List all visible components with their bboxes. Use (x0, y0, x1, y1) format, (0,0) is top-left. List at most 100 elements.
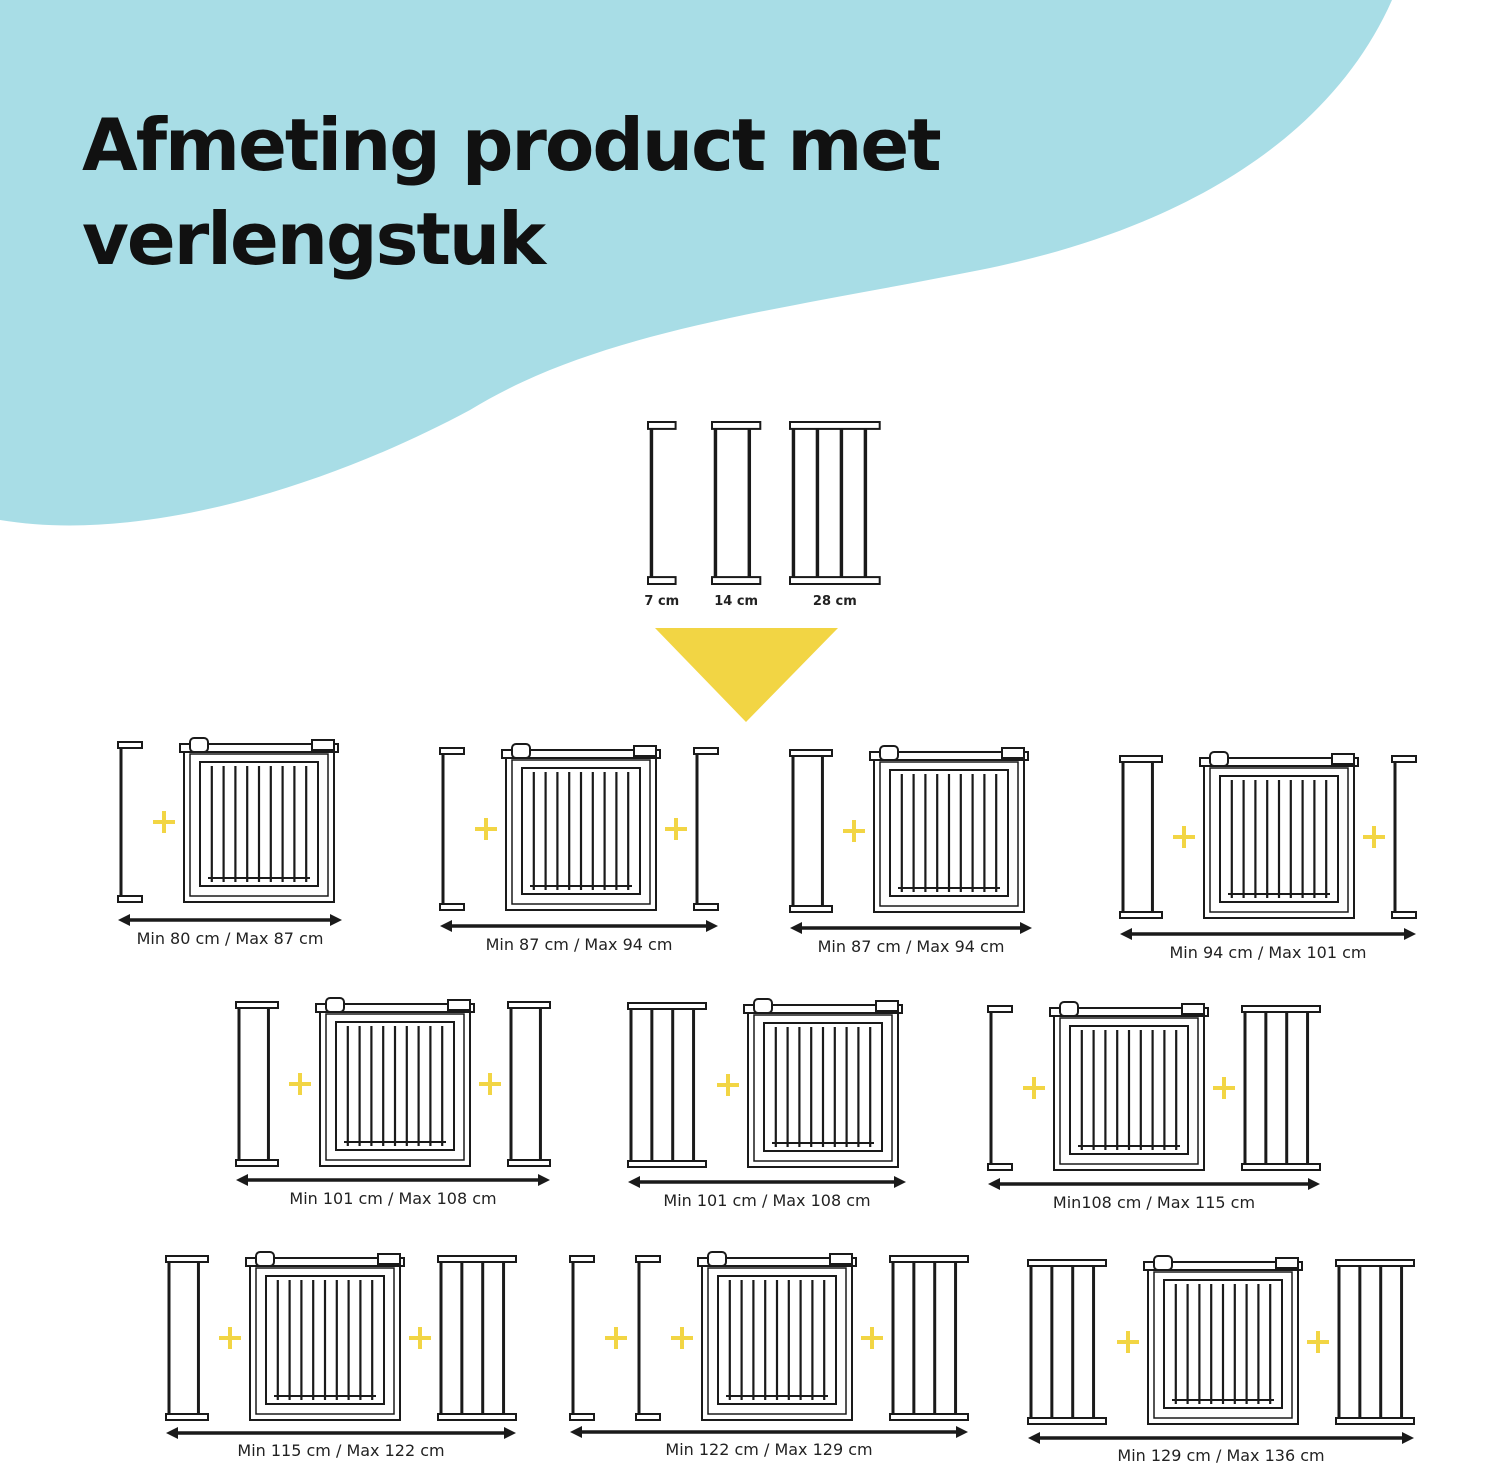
latch-icon (511, 743, 531, 759)
extension-piece (507, 1001, 551, 1167)
gate-frame (501, 743, 661, 911)
latch-icon (325, 997, 345, 1013)
plus-icon (605, 1327, 627, 1349)
gate-frame (697, 1251, 857, 1421)
gate-frame (1143, 1255, 1303, 1425)
extension-label: 7 cm (644, 594, 679, 609)
width-arrow (1120, 928, 1416, 940)
gate-configuration: Min 115 cm / Max 122 cm (165, 1251, 517, 1460)
extension-piece (1241, 1005, 1321, 1171)
extension-piece (711, 421, 762, 585)
gate-frame (869, 745, 1029, 913)
configuration-size-label: Min108 cm / Max 115 cm (1053, 1193, 1255, 1212)
gate-configuration: Min 129 cm / Max 136 cm (1027, 1255, 1415, 1464)
width-arrow (570, 1426, 968, 1438)
latch-icon (879, 745, 899, 761)
gate-frame (743, 998, 903, 1168)
plus-icon (1307, 1331, 1329, 1353)
gate-configuration: Min 87 cm / Max 94 cm (789, 745, 1032, 956)
gate-configuration: Min 101 cm / Max 108 cm (627, 998, 906, 1210)
extension-piece (235, 1001, 279, 1167)
extension-piece (1119, 755, 1163, 919)
configuration-size-label: Min 122 cm / Max 129 cm (665, 1440, 872, 1459)
extension-piece (165, 1255, 209, 1421)
configuration-size-label: Min 94 cm / Max 101 cm (1169, 943, 1366, 962)
page-title-line-1: Afmeting product met (82, 103, 942, 187)
latch-icon (753, 998, 773, 1014)
extension-piece (693, 747, 719, 911)
page-title-line-2: verlengstuk (82, 197, 546, 281)
plus-icon (219, 1327, 241, 1349)
blue-wave-shape (0, 0, 1392, 526)
extension-piece (635, 1255, 661, 1421)
extension-piece (1027, 1259, 1107, 1425)
extension-piece (889, 1255, 969, 1421)
gate-configuration: Min 80 cm / Max 87 cm (117, 737, 342, 948)
latch-icon (1209, 751, 1229, 767)
gate-frame (315, 997, 475, 1167)
page-title: Afmeting product met verlengstuk (82, 98, 1082, 286)
extension-piece (1391, 755, 1417, 919)
plus-icon (861, 1327, 883, 1349)
plus-icon (1023, 1077, 1045, 1099)
plus-icon (671, 1327, 693, 1349)
extension-label: 28 cm (813, 594, 857, 609)
configuration-size-label: Min 87 cm / Max 94 cm (486, 935, 673, 954)
plus-icon (1363, 826, 1385, 848)
latch-icon (1059, 1001, 1079, 1017)
latch-icon (1153, 1255, 1173, 1271)
gate-configuration: Min 87 cm / Max 94 cm (439, 743, 719, 954)
width-arrow (118, 914, 342, 926)
latch-icon (255, 1251, 275, 1267)
plus-icon (409, 1327, 431, 1349)
configuration-size-label: Min 80 cm / Max 87 cm (137, 929, 324, 948)
plus-icon (1213, 1077, 1235, 1099)
width-arrow (628, 1176, 906, 1188)
width-arrow (440, 920, 718, 932)
plus-icon (1173, 826, 1195, 848)
plus-icon (289, 1073, 311, 1095)
gate-frame (179, 737, 339, 903)
gate-configuration: Min 94 cm / Max 101 cm (1119, 751, 1417, 962)
latch-icon (189, 737, 209, 753)
extension-piece (439, 747, 465, 911)
extension-piece (627, 1002, 707, 1168)
extension-piece (987, 1005, 1013, 1171)
gate-frame (245, 1251, 405, 1421)
gate-configuration: Min 101 cm / Max 108 cm (235, 997, 551, 1208)
plus-icon (153, 811, 175, 833)
plus-icon (475, 818, 497, 840)
configuration-size-label: Min 129 cm / Max 136 cm (1117, 1446, 1324, 1464)
extension-piece (117, 741, 143, 903)
width-arrow (790, 922, 1032, 934)
plus-icon (843, 820, 865, 842)
plus-icon (717, 1074, 739, 1096)
plus-icon (665, 818, 687, 840)
extension-options: 7 cm 14 cm 28 cm (644, 421, 881, 609)
gate-configuration: Min108 cm / Max 115 cm (987, 1001, 1321, 1212)
extension-piece (647, 421, 677, 585)
extension-piece (569, 1255, 595, 1421)
extension-label: 14 cm (714, 594, 758, 609)
gate-frame (1049, 1001, 1209, 1171)
width-arrow (236, 1174, 550, 1186)
configuration-size-label: Min 101 cm / Max 108 cm (663, 1191, 870, 1210)
latch-icon (707, 1251, 727, 1267)
configuration-size-label: Min 87 cm / Max 94 cm (818, 937, 1005, 956)
configuration-size-label: Min 115 cm / Max 122 cm (237, 1441, 444, 1460)
gate-configuration: Min 122 cm / Max 129 cm (569, 1251, 969, 1459)
width-arrow (166, 1427, 516, 1439)
configuration-size-label: Min 101 cm / Max 108 cm (289, 1189, 496, 1208)
plus-icon (479, 1073, 501, 1095)
extension-piece (789, 421, 881, 585)
gate-configurations: Min 80 cm / Max 87 cm Min 87 cm / Max 94 … (117, 737, 1417, 1464)
gate-frame (1199, 751, 1359, 919)
width-arrow (988, 1178, 1320, 1190)
extension-piece (1335, 1259, 1415, 1425)
width-arrow (1028, 1432, 1414, 1444)
down-arrow-icon (655, 628, 838, 722)
extension-piece (437, 1255, 517, 1421)
extension-piece (789, 749, 833, 913)
